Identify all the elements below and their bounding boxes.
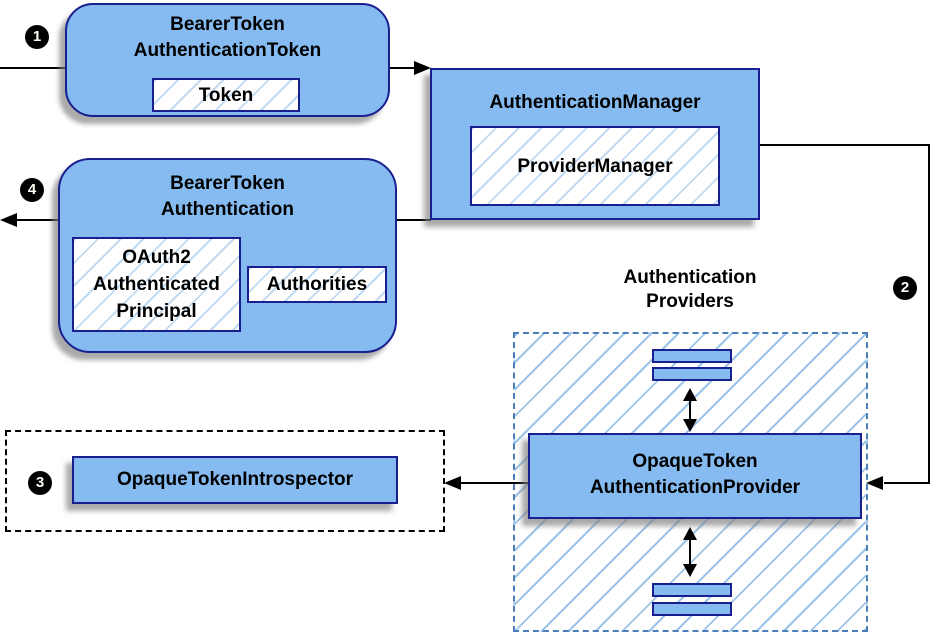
provider-stack-bar xyxy=(652,583,732,597)
authentication-providers-caption: Authentication Providers xyxy=(565,266,815,314)
double-arrow-bottom-down-icon xyxy=(683,564,697,577)
node-title: Authentication xyxy=(161,199,294,220)
edge-manager-to-provider-top xyxy=(760,144,930,146)
authentication-manager-node: AuthenticationManager ProviderManager xyxy=(430,68,760,220)
node-title: AuthenticationToken xyxy=(133,40,322,61)
provider-stack-bar xyxy=(652,367,732,381)
double-arrow-top-up-icon xyxy=(683,388,697,401)
node-title: OpaqueToken xyxy=(632,451,758,472)
step-4-badge: 4 xyxy=(20,178,44,202)
step-1-badge: 1 xyxy=(25,25,49,49)
node-title: BearerToken xyxy=(170,14,285,35)
edge-manager-to-provider-bottom xyxy=(884,482,930,484)
arrowhead-authentication-out-icon xyxy=(0,213,17,227)
bearer-token-authentication-token-node: BearerToken AuthenticationToken Token xyxy=(65,3,390,117)
provider-manager-member: ProviderManager xyxy=(470,126,720,206)
edge-manager-to-provider-side xyxy=(928,144,930,484)
edge-token-to-manager xyxy=(388,67,416,69)
node-title: OpaqueTokenIntrospector xyxy=(116,469,354,490)
caption-line: Authentication xyxy=(623,267,757,288)
double-arrow-top-down-icon xyxy=(683,419,697,432)
node-title: AuthenticationProvider xyxy=(589,477,801,498)
opaque-token-introspector-node: OpaqueTokenIntrospector xyxy=(72,456,398,504)
edge-manager-to-authentication xyxy=(397,219,431,221)
arrowhead-to-manager-icon xyxy=(414,61,431,75)
provider-stack-bar xyxy=(652,602,732,616)
caption-line: Providers xyxy=(646,291,734,312)
arrowhead-to-introspector-icon xyxy=(444,476,461,490)
bearer-token-authentication-node: BearerToken Authentication OAuth2 Authen… xyxy=(58,158,397,353)
opaque-token-authentication-provider-node: OpaqueToken AuthenticationProvider xyxy=(528,433,862,519)
double-arrow-bottom-line xyxy=(689,538,691,566)
edge-provider-to-introspector xyxy=(460,482,528,484)
step-3-badge: 3 xyxy=(28,471,52,495)
token-member: Token xyxy=(152,78,300,112)
node-title: BearerToken xyxy=(170,173,285,194)
double-arrow-top-line xyxy=(689,399,691,421)
edge-incoming-request xyxy=(0,67,66,69)
provider-stack-bar xyxy=(652,349,732,363)
authorities-member: Authorities xyxy=(247,266,387,303)
arrowhead-to-provider-icon xyxy=(866,476,883,490)
double-arrow-bottom-up-icon xyxy=(683,527,697,540)
node-title: AuthenticationManager xyxy=(489,92,701,113)
oauth2-authenticated-principal-member: OAuth2 Authenticated Principal xyxy=(72,237,241,332)
edge-authentication-out xyxy=(14,219,60,221)
step-2-badge: 2 xyxy=(893,276,917,300)
